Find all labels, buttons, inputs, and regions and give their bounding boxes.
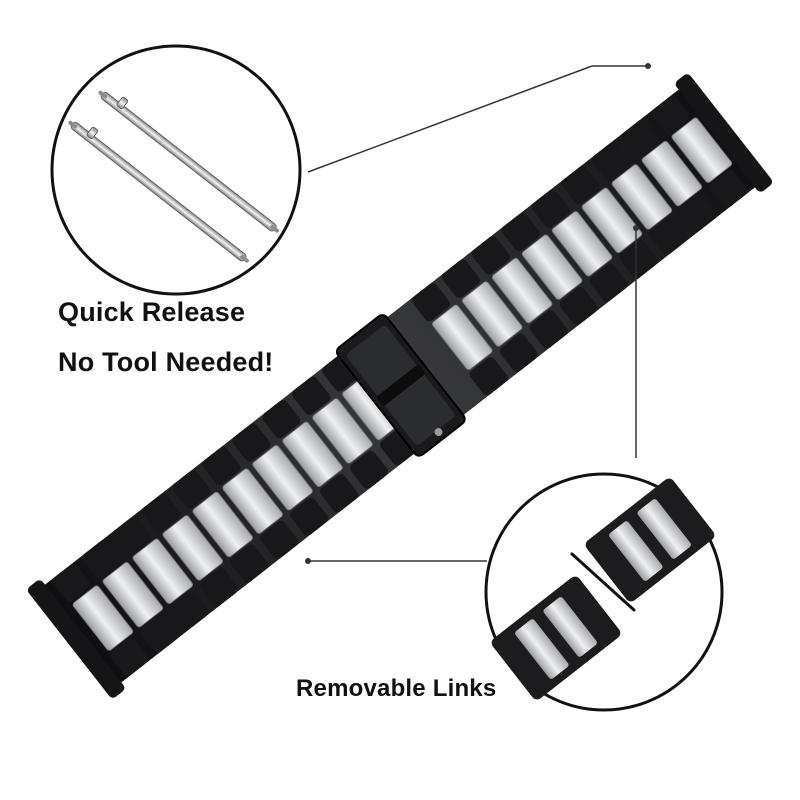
- band-outer-link: [232, 423, 271, 462]
- quick-release-inset: [50, 44, 302, 296]
- band-center-link: [252, 445, 313, 511]
- band-center-link: [671, 117, 733, 183]
- callout-dot: [633, 225, 639, 231]
- callout-line-quick-release: [307, 65, 593, 173]
- band-outer-link: [561, 166, 600, 205]
- band-center-link: [521, 234, 583, 300]
- band-center-link: [72, 585, 134, 651]
- caption-no-tool-needed: No Tool Needed!: [58, 347, 274, 377]
- callout-dot: [645, 63, 651, 69]
- band-outer-link: [651, 95, 690, 135]
- band-outer-link: [200, 567, 239, 606]
- link-segment-upper: [585, 478, 715, 602]
- band-outer-link: [471, 236, 510, 275]
- band-outer-link: [441, 259, 480, 298]
- band-center-link: [312, 398, 373, 464]
- band-center-link: [611, 164, 673, 230]
- clasp: [335, 314, 466, 457]
- band-outer-link: [501, 212, 540, 252]
- caption-removable-links: Removable Links: [296, 675, 497, 702]
- band-outer-link: [230, 544, 269, 583]
- link-segment-lower: [491, 576, 621, 700]
- band-outer-link: [142, 493, 181, 532]
- band-outer-link: [350, 450, 389, 489]
- band-end-cap-right: [675, 74, 773, 192]
- band-outer-link: [411, 283, 450, 322]
- band-center-link: [431, 304, 493, 371]
- band-center-link: [102, 562, 164, 628]
- inset-circle: [50, 44, 302, 296]
- band-center-link: [162, 515, 224, 581]
- band-outer-link: [529, 310, 568, 349]
- link-pin: [570, 552, 636, 612]
- band-outer-link: [621, 119, 660, 158]
- band-outer-link: [110, 637, 149, 677]
- band-outer-link: [619, 240, 658, 279]
- band-outer-link: [589, 263, 628, 302]
- band-outer-link: [320, 474, 359, 513]
- band-outer-link: [649, 216, 688, 255]
- watch-band: [27, 74, 773, 698]
- band-outer-link: [202, 446, 241, 485]
- band-center-link: [282, 421, 343, 488]
- band-outer-link: [591, 142, 630, 181]
- removable-links-inset: [484, 472, 724, 712]
- callout-lines: [307, 65, 648, 562]
- band-outer-link: [52, 563, 91, 602]
- band-outer-link: [82, 540, 121, 579]
- band-outer-link: [679, 193, 718, 232]
- band-outer-link: [170, 591, 209, 630]
- band-outer-link: [499, 333, 538, 372]
- band-outer-link: [112, 517, 151, 556]
- band-outer-link: [709, 170, 748, 209]
- band-outer-link: [262, 400, 301, 439]
- band-outer-link: [140, 614, 179, 653]
- spring-bar-pin: [68, 120, 249, 263]
- band-outer-link: [260, 520, 299, 560]
- band-center-link: [222, 468, 283, 534]
- caption-quick-release: Quick Release: [58, 297, 246, 327]
- spring-bar-pin: [98, 90, 279, 233]
- band-center-link: [192, 491, 253, 558]
- band-links: [52, 95, 748, 677]
- band-outer-link: [559, 287, 598, 326]
- band-outer-link: [172, 470, 211, 509]
- band-outer-link: [531, 189, 570, 228]
- band-center-link: [132, 538, 194, 604]
- band-outer-link: [290, 497, 329, 536]
- band-center-link: [551, 211, 613, 277]
- band-center-link: [491, 257, 553, 324]
- band-outer-link: [469, 357, 508, 396]
- band-outer-link: [292, 376, 331, 415]
- band-center-link: [581, 187, 643, 254]
- band-center-link: [461, 281, 523, 347]
- band-end-cap-left: [27, 580, 125, 698]
- band-center-link: [641, 140, 703, 207]
- callout-dot: [305, 558, 311, 564]
